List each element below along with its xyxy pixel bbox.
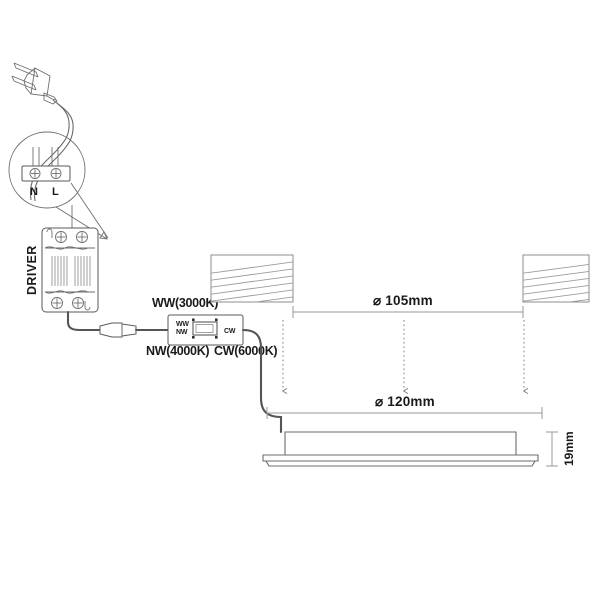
dimension-outer-120mm: ⌀ 120mm — [266, 394, 543, 419]
luminaire-supply-cable — [241, 328, 283, 434]
switch-position-nw: NW — [176, 329, 188, 336]
dimension-label-cutout: ⌀ 105mm — [373, 293, 433, 308]
dimension-cutout-105mm: ⌀ 105mm — [292, 293, 524, 318]
ceiling-section-left — [210, 254, 294, 303]
switch-position-ww: WW — [176, 321, 189, 328]
dimension-label-height: 19mm — [562, 431, 576, 466]
driver-unit: DRIVER — [25, 205, 99, 313]
mains-cable — [29, 99, 74, 202]
mains-plug-icon — [11, 62, 58, 105]
driver-label: DRIVER — [25, 245, 39, 295]
cct-label-neutral-white: NW(4000K) — [146, 344, 209, 358]
cct-selector-switch[interactable]: WW NW CW — [167, 314, 244, 346]
luminaire-body — [262, 431, 539, 467]
dimension-label-outer: ⌀ 120mm — [375, 394, 435, 409]
cct-label-cool-white: CW(6000K) — [214, 344, 277, 358]
projection-arrows — [281, 320, 529, 395]
dimension-height-19mm: 19mm — [546, 431, 576, 467]
ceiling-section-right — [522, 254, 590, 303]
terminal-label-live: L — [52, 186, 59, 198]
driver-output-cable — [66, 310, 170, 338]
terminal-detail-callout: N L — [8, 131, 109, 240]
cct-label-warm-white: WW(3000K) — [152, 296, 218, 310]
switch-position-cw: CW — [224, 328, 236, 335]
terminal-label-neutral: N — [30, 186, 38, 198]
